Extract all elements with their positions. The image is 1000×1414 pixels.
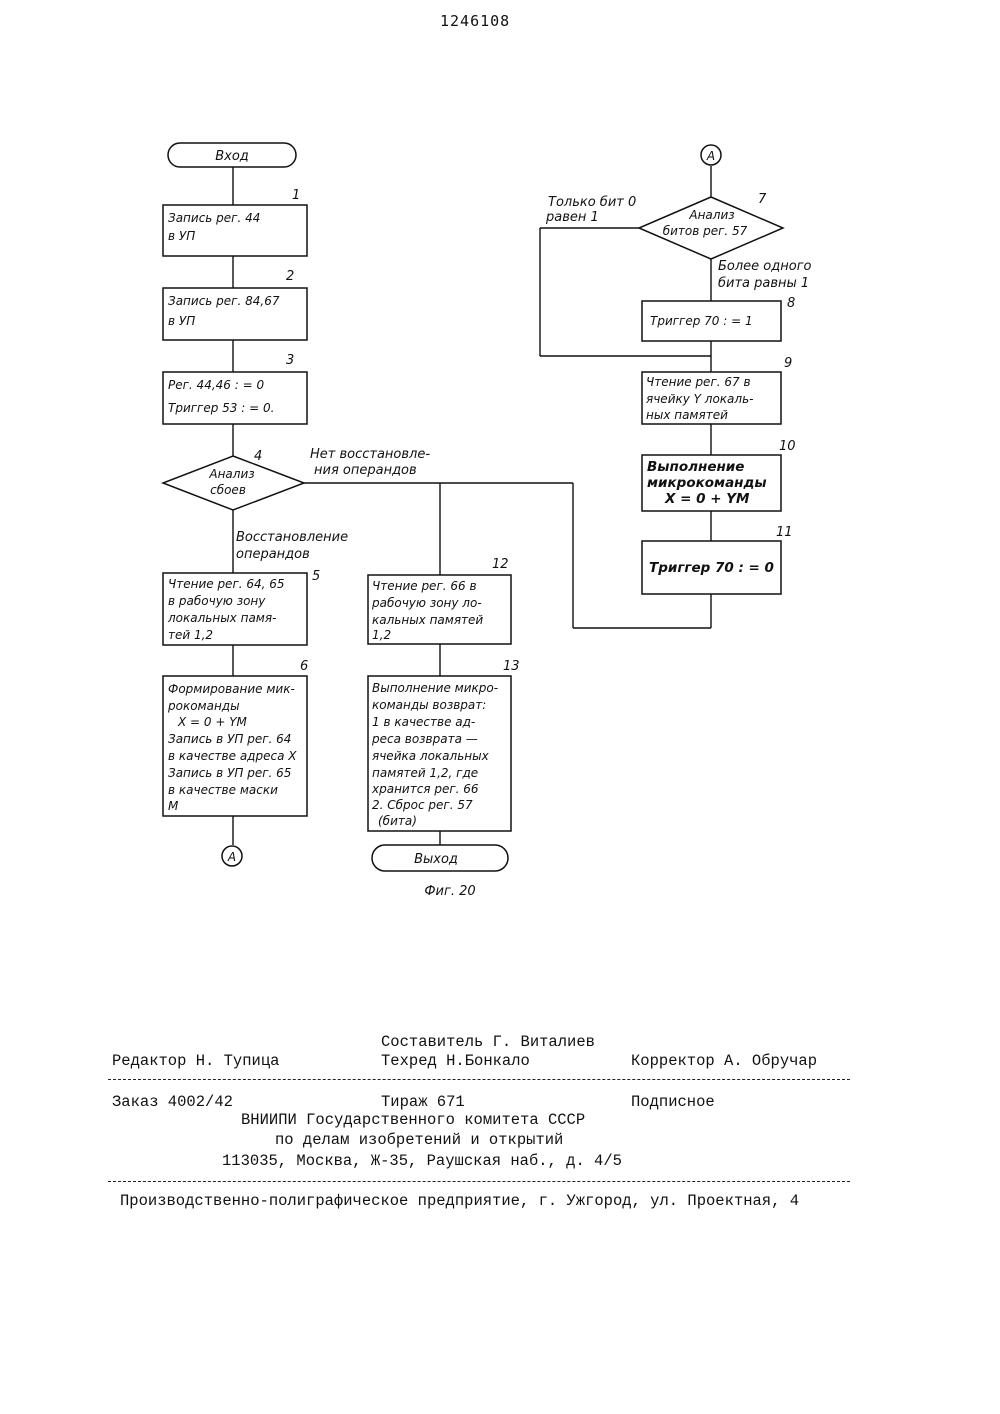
branch-more-than-one-line-2: бита равны 1 — [718, 276, 809, 291]
block-10-line-1: Выполнение — [647, 459, 744, 475]
block-5-number: 5 — [312, 569, 320, 584]
figure-caption: Фиг. 20 — [424, 884, 475, 899]
block-6-line-1: Формирование мик- — [168, 682, 295, 696]
block-10-line-3: X = 0 + YM — [664, 491, 750, 507]
block-6-line-4: Запись в УП рег. 64 — [168, 732, 291, 746]
block-5-line-2: в рабочую зону — [168, 594, 266, 608]
editor: Редактор Н. Тупица — [112, 1052, 279, 1070]
block-6-line-8: M — [168, 799, 179, 813]
flowchart: Вход 1 Запись рег. 44 в УП 2 Запись рег.… — [0, 0, 1000, 1000]
block-6-number: 6 — [300, 659, 308, 674]
corrector: Корректор А. Обручар — [631, 1052, 817, 1070]
decision-7-line-1: Анализ — [688, 208, 734, 222]
printer: Производственно-полиграфическое предприя… — [120, 1192, 799, 1210]
block-13-line-1: Выполнение микро- — [372, 681, 498, 695]
block-5-line-4: тей 1,2 — [168, 628, 213, 642]
branch-no-restore-line-2: ния операндов — [314, 463, 417, 478]
block-6-line-3: X = 0 + YM — [177, 715, 248, 729]
block-8-line-1: Триггер 70 : = 1 — [650, 314, 753, 328]
block-9-line-2: ячейку Y локаль- — [646, 392, 753, 406]
block-1-line-1: Запись рег. 44 — [168, 211, 260, 225]
decision-7-number: 7 — [758, 192, 767, 207]
block-1-line-2: в УП — [168, 229, 195, 243]
block-3-line-2: Триггер 53 : = 0. — [168, 401, 274, 415]
connector-a-out-label: A — [227, 850, 236, 864]
block-9-line-3: ных памятей — [646, 408, 728, 422]
decision-7-line-2: битов рег. 57 — [663, 224, 748, 238]
block-6-line-5: в качестве адреса X — [168, 749, 297, 763]
block-5-line-3: локальных памя- — [167, 611, 276, 625]
connector-a-in-label: A — [706, 149, 715, 163]
block-13-line-8: 2. Сброс рег. 57 — [372, 798, 473, 812]
compiler: Составитель Г. Виталиев — [381, 1033, 595, 1051]
block-6-line-6: Запись в УП рег. 65 — [168, 766, 291, 780]
block-13-line-3: 1 в качестве ад- — [372, 715, 475, 729]
techred: Техред Н.Бонкало — [381, 1052, 530, 1070]
branch-only-bit0-line-2: равен 1 — [545, 210, 599, 225]
block-13-line-2: команды возврат: — [372, 698, 486, 712]
block-6-line-2: рокоманды — [167, 699, 240, 713]
block-13-line-7: хранится рег. 66 — [371, 782, 479, 796]
entry-label: Вход — [215, 149, 249, 164]
org-address: 113035, Москва, Ж-35, Раушская наб., д. … — [222, 1152, 622, 1170]
block-10-number: 10 — [779, 439, 796, 454]
divider-2 — [108, 1181, 850, 1182]
block-3-line-1: Рег. 44,46 : = 0 — [168, 378, 264, 392]
block-12-line-1: Чтение рег. 66 в — [372, 579, 477, 593]
branch-more-than-one-line-1: Более одного — [718, 259, 812, 274]
block-2-line-2: в УП — [168, 314, 195, 328]
block-2-line-1: Запись рег. 84,67 — [168, 294, 280, 308]
divider-1 — [108, 1079, 850, 1080]
block-12-line-2: рабочую зону ло- — [371, 596, 482, 610]
decision-4-line-1: Анализ — [208, 467, 254, 481]
block-11-number: 11 — [776, 525, 793, 540]
block-12-line-3: кальных памятей — [372, 613, 483, 627]
block-6-line-7: в качестве маски — [168, 783, 278, 797]
block-13-number: 13 — [503, 659, 520, 674]
branch-restore-line-2: операндов — [236, 547, 310, 562]
block-11-line-1: Триггер 70 : = 0 — [649, 560, 774, 576]
org-line-1: ВНИИПИ Государственного комитета СССР — [241, 1111, 585, 1129]
block-13-line-9: (бита) — [378, 814, 417, 828]
branch-only-bit0-line-1: Только бит 0 — [548, 195, 636, 210]
block-9-line-1: Чтение рег. 67 в — [646, 375, 751, 389]
block-13-line-4: реса возврата — — [371, 732, 478, 746]
block-1-number: 1 — [292, 188, 300, 203]
block-13-line-6: памятей 1,2, где — [372, 766, 478, 780]
block-12-number: 12 — [492, 557, 509, 572]
decision-4-line-2: сбоев — [210, 483, 246, 497]
block-5-line-1: Чтение рег. 64, 65 — [168, 577, 285, 591]
decision-4-number: 4 — [254, 449, 262, 464]
block-13-line-5: ячейка локальных — [372, 749, 490, 763]
branch-restore-line-1: Восстановление — [236, 530, 348, 545]
subscription: Подписное — [631, 1093, 715, 1111]
block-2-number: 2 — [286, 269, 294, 284]
org-line-2: по делам изобретений и открытий — [275, 1131, 563, 1149]
exit-label: Выход — [414, 852, 458, 867]
block-10-line-2: микрокоманды — [647, 475, 767, 491]
branch-no-restore-line-1: Нет восстановле- — [310, 447, 430, 462]
block-8-number: 8 — [787, 296, 795, 311]
block-3-number: 3 — [286, 353, 294, 368]
block-9-number: 9 — [784, 356, 792, 371]
order: Заказ 4002/42 — [112, 1093, 233, 1111]
circulation: Тираж 671 — [381, 1093, 465, 1111]
block-12-line-4: 1,2 — [372, 628, 391, 642]
